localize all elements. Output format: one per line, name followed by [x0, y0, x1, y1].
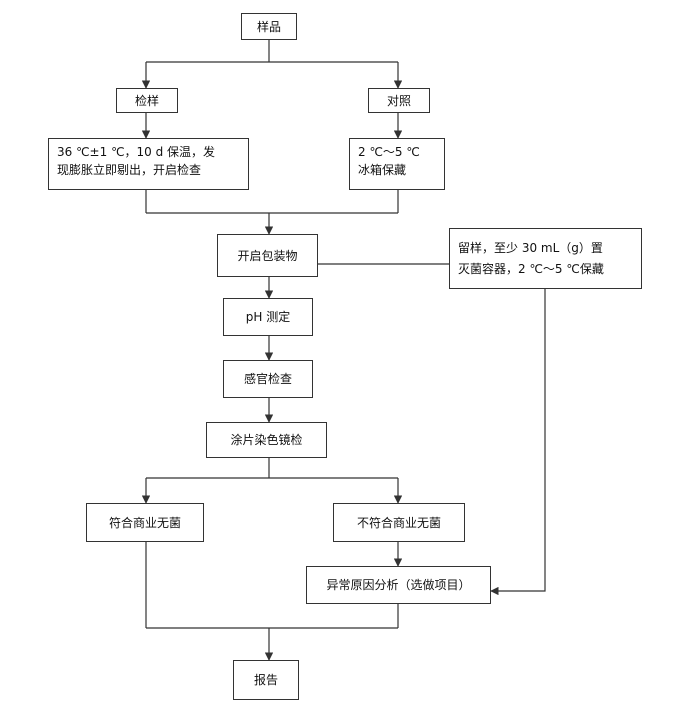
node-sensory-label: 感官检查: [243, 372, 292, 386]
edge-retain-abnormal: [490, 289, 546, 596]
node-report-label: 报告: [253, 673, 278, 687]
node-abnormal: 异常原因分析（选做项目）: [306, 566, 491, 604]
node-test-sample-label: 检样: [134, 93, 159, 108]
node-retain-sample: 留样，至少 30 mL（g）置 灭菌容器，2 ℃～5 ℃保藏: [449, 228, 642, 289]
node-test-sample: 检样: [116, 88, 178, 113]
node-refrigerate-line-2: 冰箱保藏: [358, 163, 407, 177]
node-retain-sample-line-2: 灭菌容器，2 ℃～5 ℃保藏: [458, 262, 604, 276]
node-incubate-line-1: 36 ℃±1 ℃，10 d 保温，发: [57, 145, 216, 159]
node-refrigerate-line-1: 2 ℃～5 ℃: [358, 145, 420, 159]
node-open-package: 开启包装物: [217, 234, 318, 277]
node-sample-label: 样品: [256, 19, 281, 34]
node-pass-label: 符合商业无菌: [108, 515, 181, 530]
node-smear-label: 涂片染色镜检: [230, 433, 303, 447]
node-control-label: 对照: [386, 93, 411, 108]
node-sensory: 感官检查: [223, 360, 313, 398]
node-incubate: 36 ℃±1 ℃，10 d 保温，发 现膨胀立即剔出，开启检查: [48, 138, 249, 190]
node-abnormal-label: 异常原因分析（选做项目）: [326, 578, 471, 592]
node-control: 对照: [368, 88, 430, 113]
node-incubate-line-2: 现膨胀立即剔出，开启检查: [57, 163, 202, 177]
node-refrigerate: 2 ℃～5 ℃ 冰箱保藏: [349, 138, 445, 190]
node-ph-test-label: pH 测定: [245, 310, 291, 324]
node-smear: 涂片染色镜检: [206, 422, 327, 458]
node-report: 报告: [233, 660, 299, 700]
node-retain-sample-line-1: 留样，至少 30 mL（g）置: [458, 241, 603, 255]
node-fail: 不符合商业无菌: [333, 503, 465, 542]
node-pass: 符合商业无菌: [86, 503, 204, 542]
node-ph-test: pH 测定: [223, 298, 313, 336]
node-fail-label: 不符合商业无菌: [356, 515, 441, 530]
node-open-package-label: 开启包装物: [237, 248, 298, 263]
node-sample: 样品: [241, 13, 297, 40]
